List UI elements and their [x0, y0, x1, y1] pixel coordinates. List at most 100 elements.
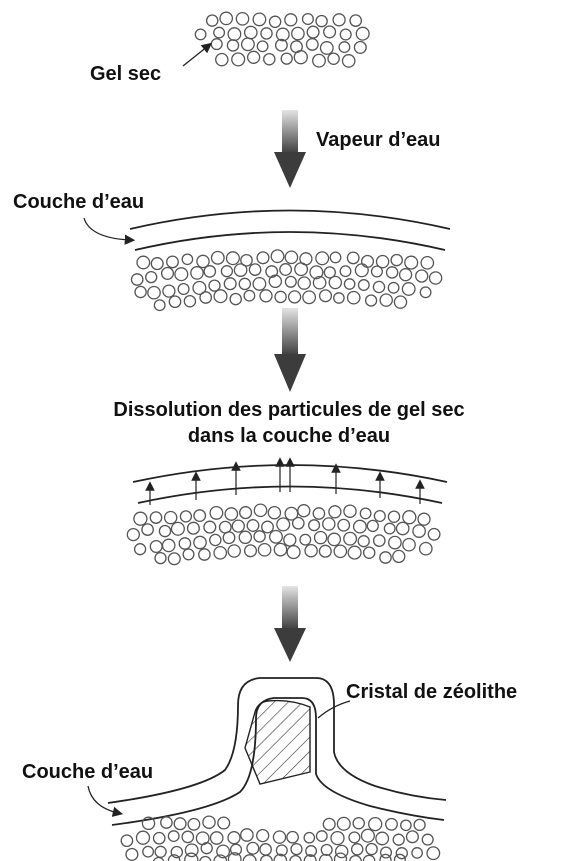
gel-particle — [330, 252, 341, 263]
gel-particle — [211, 39, 222, 50]
gel-particle — [298, 277, 310, 289]
gel-particle — [393, 834, 404, 845]
gel-particle — [285, 14, 297, 26]
gel-particle — [367, 520, 378, 531]
gel-particle — [146, 272, 157, 283]
gel-particle — [344, 505, 356, 517]
gel-particle — [362, 829, 375, 842]
gel-particle — [232, 520, 244, 532]
gel-particle — [328, 533, 340, 545]
gel-particle — [135, 544, 146, 555]
gel-particle — [184, 296, 195, 307]
gel-particle — [268, 507, 280, 519]
water-layer-pointer-1 — [84, 218, 130, 240]
gel-particle — [356, 27, 369, 40]
gel-particle — [214, 290, 227, 303]
gel-particle — [344, 532, 357, 545]
water-layer-pointer-2 — [88, 786, 118, 813]
gel-particle — [211, 832, 223, 844]
gel-particle — [260, 844, 271, 855]
gel-particle — [270, 531, 283, 544]
water-layer-stage2 — [130, 211, 450, 251]
gel-particles-stage4 — [121, 816, 439, 861]
dissolution-arrows — [150, 462, 420, 505]
gel-particle — [369, 818, 382, 831]
gel-particle — [298, 505, 310, 517]
gel-particle — [253, 278, 266, 291]
gel-particle — [334, 545, 346, 557]
gel-particle — [321, 42, 334, 55]
gel-particle — [295, 263, 308, 276]
gel-particle — [155, 846, 166, 857]
gel-particle — [203, 816, 215, 828]
gel-particle — [344, 279, 354, 289]
gel-particle — [328, 53, 339, 64]
gel-particle — [349, 832, 360, 843]
gel-particle — [121, 835, 132, 846]
gel-particle — [230, 294, 241, 305]
gel-particle — [273, 831, 285, 843]
gel-particle — [174, 818, 186, 830]
gel-particle — [242, 38, 255, 51]
gel-particles-stage2 — [132, 250, 442, 311]
gel-particle — [143, 846, 154, 857]
gel-particle — [175, 268, 188, 281]
gel-particle — [201, 843, 212, 854]
gel-particle — [270, 16, 281, 27]
gel-particle — [285, 276, 296, 287]
gel-particle — [137, 256, 150, 269]
gel-particle — [339, 42, 350, 53]
gel-particle — [245, 26, 257, 38]
gel-particle — [358, 536, 369, 547]
gel-particle — [200, 292, 211, 303]
gel-particle — [396, 848, 407, 859]
gel-particle — [430, 272, 442, 284]
gel-particle — [289, 291, 301, 303]
gel-particle — [275, 291, 286, 302]
gel-particle — [135, 286, 146, 297]
gel-particle — [384, 523, 395, 534]
gel-particle — [234, 264, 246, 276]
gel-particle — [227, 40, 238, 51]
gel-particle — [374, 535, 385, 546]
gel-particles-stage3 — [127, 504, 440, 565]
gel-particle — [142, 524, 153, 535]
gel-particle — [214, 27, 225, 38]
gel-particle — [247, 842, 259, 854]
gel-particle — [225, 508, 237, 520]
gel-particle — [380, 552, 391, 563]
gel-particle — [334, 293, 344, 303]
gel-particle — [154, 300, 165, 311]
gel-particle — [323, 818, 335, 830]
gel-particle — [195, 29, 206, 40]
gel-particle — [210, 507, 223, 520]
gel-particle — [248, 51, 260, 63]
gel-particle — [228, 832, 240, 844]
gel-particle — [209, 280, 220, 291]
gel-particle — [324, 26, 336, 38]
gel-particle — [337, 817, 350, 830]
gel-particle — [262, 521, 274, 533]
gel-particle — [307, 39, 319, 51]
zeolite-crystal-label: Cristal de zéolithe — [346, 680, 517, 704]
gel-particle — [386, 819, 398, 831]
gel-particle — [393, 550, 405, 562]
gel-particle — [287, 832, 298, 843]
gel-particle — [199, 549, 210, 560]
process-arrow-3 — [274, 586, 306, 662]
gel-particle — [277, 518, 290, 531]
gel-particle — [264, 54, 275, 65]
gel-particle — [228, 545, 240, 557]
gel-particle — [340, 266, 351, 277]
gel-particle — [366, 295, 377, 306]
gel-particle — [315, 532, 327, 544]
gel-particle — [403, 539, 415, 551]
gel-particle — [362, 256, 374, 268]
gel-particle — [402, 283, 415, 296]
gel-particle — [223, 532, 235, 544]
water-vapor-label: Vapeur d’eau — [316, 128, 441, 152]
gel-particle — [401, 820, 411, 830]
gel-particle — [313, 54, 326, 67]
gel-particle — [236, 13, 248, 25]
gel-particle — [257, 41, 268, 52]
